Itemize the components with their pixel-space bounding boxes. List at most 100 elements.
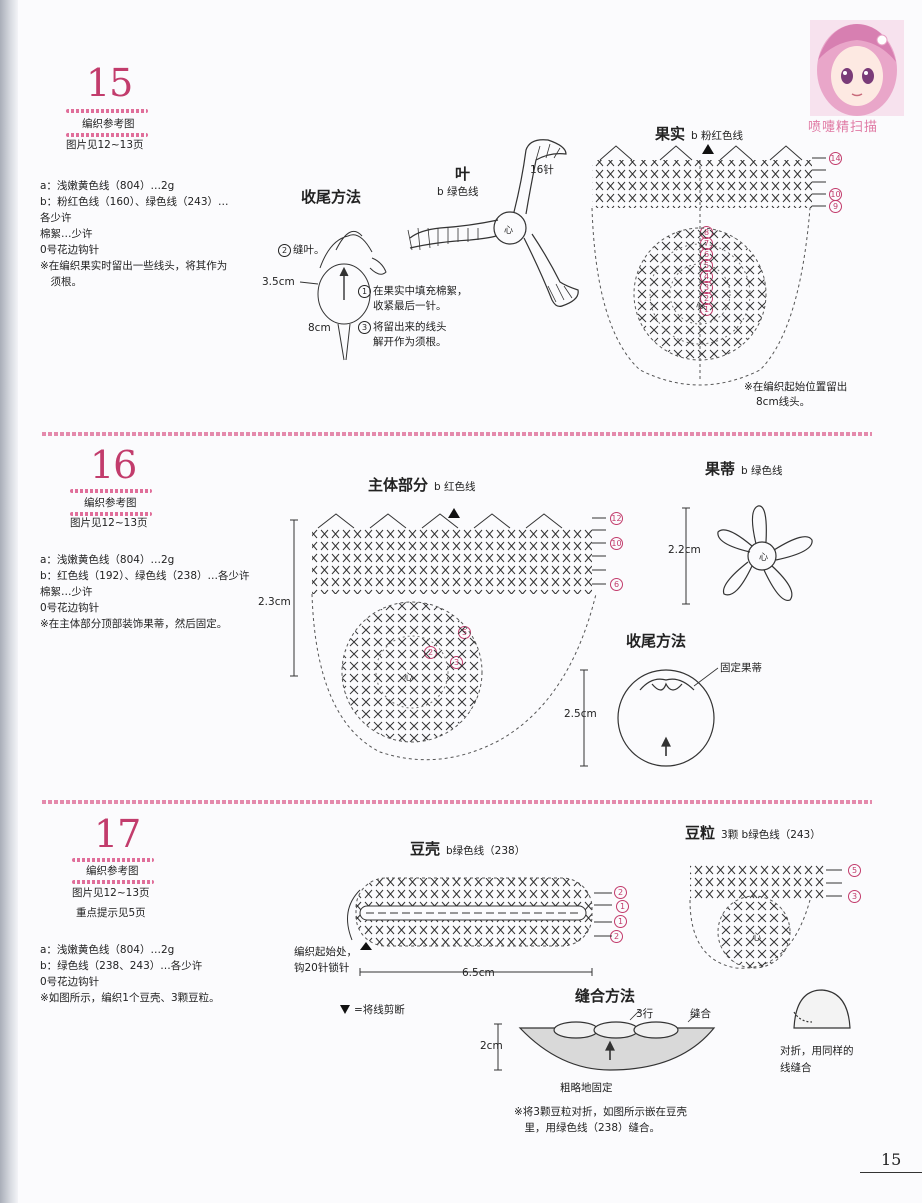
pea-17-chart: [689, 864, 842, 969]
pea-fold: 对折，用同样的线缝合: [780, 1043, 854, 1077]
title-underline: [70, 512, 152, 516]
row-number: 3: [848, 890, 861, 903]
section-number-16: 16: [90, 443, 137, 487]
fold-line: 线缝合: [780, 1062, 812, 1074]
sew-dim: 2cm: [480, 1040, 503, 1052]
row-number: 3: [450, 656, 463, 669]
finish-16-drawing: [580, 667, 719, 767]
material-line: b：粉红色线（160）、绿色线（243）…: [40, 196, 229, 208]
ref-pages: 图片见12~13页: [66, 139, 144, 151]
dim-label: 8cm: [308, 322, 331, 334]
step-text: 缝叶。: [293, 244, 325, 256]
page-number: 15: [881, 1150, 902, 1169]
stem-16-drawing: [682, 505, 813, 605]
row-number: 2: [610, 930, 623, 943]
start-line: 钩20针锁针: [294, 962, 350, 974]
material-line: a：浅嫩黄色线（804）…2g: [40, 180, 175, 192]
material-line: 0号花边钩针: [40, 976, 100, 988]
body-dim: 2.3cm: [258, 596, 291, 608]
leaf-sub: b 绿色线: [437, 186, 479, 198]
step-text: 在果实中填充棉絮，: [373, 285, 468, 297]
step-number: 1: [358, 285, 371, 298]
ref-pages: 图片见12~13页: [72, 887, 150, 899]
finish-label: 固定果蒂: [720, 662, 762, 674]
sew-note: ※将3颗豆粒对折，如图所示嵌在豆壳 里，用绿色线（238）缝合。: [514, 1104, 687, 1136]
row-number: 2: [424, 646, 437, 659]
finish-dim: 2.5cm: [564, 708, 597, 720]
book-gutter: [0, 0, 18, 1203]
material-line: ※如图所示，编织1个豆壳、3颗豆粒。: [40, 992, 220, 1004]
pea-sub: 3颗 b绿色线（243）: [721, 829, 821, 841]
row-number: 10: [610, 537, 623, 550]
title-underline: [72, 858, 154, 862]
material-line: ※在编织果实时留出一些线头，将其作为: [40, 260, 228, 272]
material-line: 须根。: [40, 276, 82, 288]
ref-title: 编织参考图: [84, 497, 137, 509]
step-number: 2: [278, 244, 291, 257]
material-line: 各少许: [40, 212, 72, 224]
body-title: 主体部分 b 红色线: [368, 474, 476, 495]
finish-title: 收尾方法: [301, 188, 362, 206]
leaf-center: 心: [504, 226, 514, 236]
cut-triangle-icon: [340, 1005, 350, 1014]
material-line: 0号花边钩针: [40, 602, 100, 614]
pod-title: 豆壳 b绿色线（238）: [410, 838, 525, 859]
section-number-17: 17: [94, 812, 141, 856]
step-text: 解开作为须根。: [373, 336, 447, 348]
body-sub: b 红色线: [434, 481, 476, 493]
dim-label: 3.5cm: [262, 276, 295, 288]
pod-title-text: 豆壳: [410, 840, 441, 858]
anime-girl-logo-icon: [810, 20, 904, 116]
row-number: 1: [614, 915, 627, 928]
section-divider: [42, 432, 872, 436]
sew-label: 缝合: [690, 1008, 711, 1020]
section-number-15: 15: [86, 61, 133, 105]
material-line: 0号花边钩针: [40, 244, 100, 256]
body-16-chart: [290, 508, 606, 761]
material-line: 棉絮…少许: [40, 228, 93, 240]
finish-title: 收尾方法: [626, 632, 687, 650]
section-divider: [42, 800, 872, 804]
row-number: 14: [829, 152, 842, 165]
materials-list: a：浅嫩黄色线（804）…2g b：红色线（192）、绿色线（238）…各少许 …: [40, 552, 250, 632]
materials-list: a：浅嫩黄色线（804）…2g b：粉红色线（160）、绿色线（243）… 各少…: [40, 178, 229, 290]
stem-sub: b 绿色线: [741, 465, 783, 477]
material-line: 棉絮…少许: [40, 586, 93, 598]
body-title-text: 主体部分: [368, 476, 429, 494]
material-line: ※在主体部分顶部装饰果蒂，然后固定。: [40, 618, 228, 630]
pod-sub: b绿色线（238）: [446, 845, 526, 857]
material-line: a：浅嫩黄色线（804）…2g: [40, 944, 175, 956]
legend-text: =将线剪断: [354, 1004, 405, 1016]
row-number: 5: [848, 864, 861, 877]
logo-text: 喷嚏精扫描: [808, 120, 879, 135]
row-number: 5: [458, 626, 471, 639]
stem-title: 果蒂 b 绿色线: [705, 458, 783, 479]
sew-17-drawing: [494, 1009, 716, 1071]
sew-rows: 3行: [636, 1008, 654, 1020]
material-line: b：绿色线（238、243）…各少许: [40, 960, 203, 972]
stem-title-text: 果蒂: [705, 460, 736, 478]
pea-title-text: 豆粒: [685, 824, 716, 842]
pod-17-chart: [347, 877, 612, 976]
ref-pages: 图片见12~13页: [70, 517, 148, 529]
sew-title: 缝合方法: [575, 987, 636, 1005]
leaf-title: 叶: [455, 165, 471, 183]
materials-list: a：浅嫩黄色线（804）…2g b：绿色线（238、243）…各少许 0号花边钩…: [40, 942, 220, 1006]
page-number-rule: [860, 1172, 922, 1173]
step-text: 将留出来的线头: [373, 321, 447, 333]
legend-cut: =将线剪断: [340, 1002, 405, 1017]
row-number: 1: [700, 303, 713, 316]
hint: 重点提示见5页: [76, 907, 146, 919]
title-underline: [72, 880, 154, 884]
ref-title: 编织参考图: [86, 865, 139, 877]
step-number: 3: [358, 321, 371, 334]
title-underline: [66, 133, 148, 137]
pod-dim: 6.5cm: [462, 967, 495, 979]
note-line: ※将3颗豆粒对折，如图所示嵌在豆壳: [514, 1106, 687, 1118]
stem-dim: 2.2cm: [668, 544, 701, 556]
sew-rough: 粗略地固定: [560, 1082, 613, 1094]
